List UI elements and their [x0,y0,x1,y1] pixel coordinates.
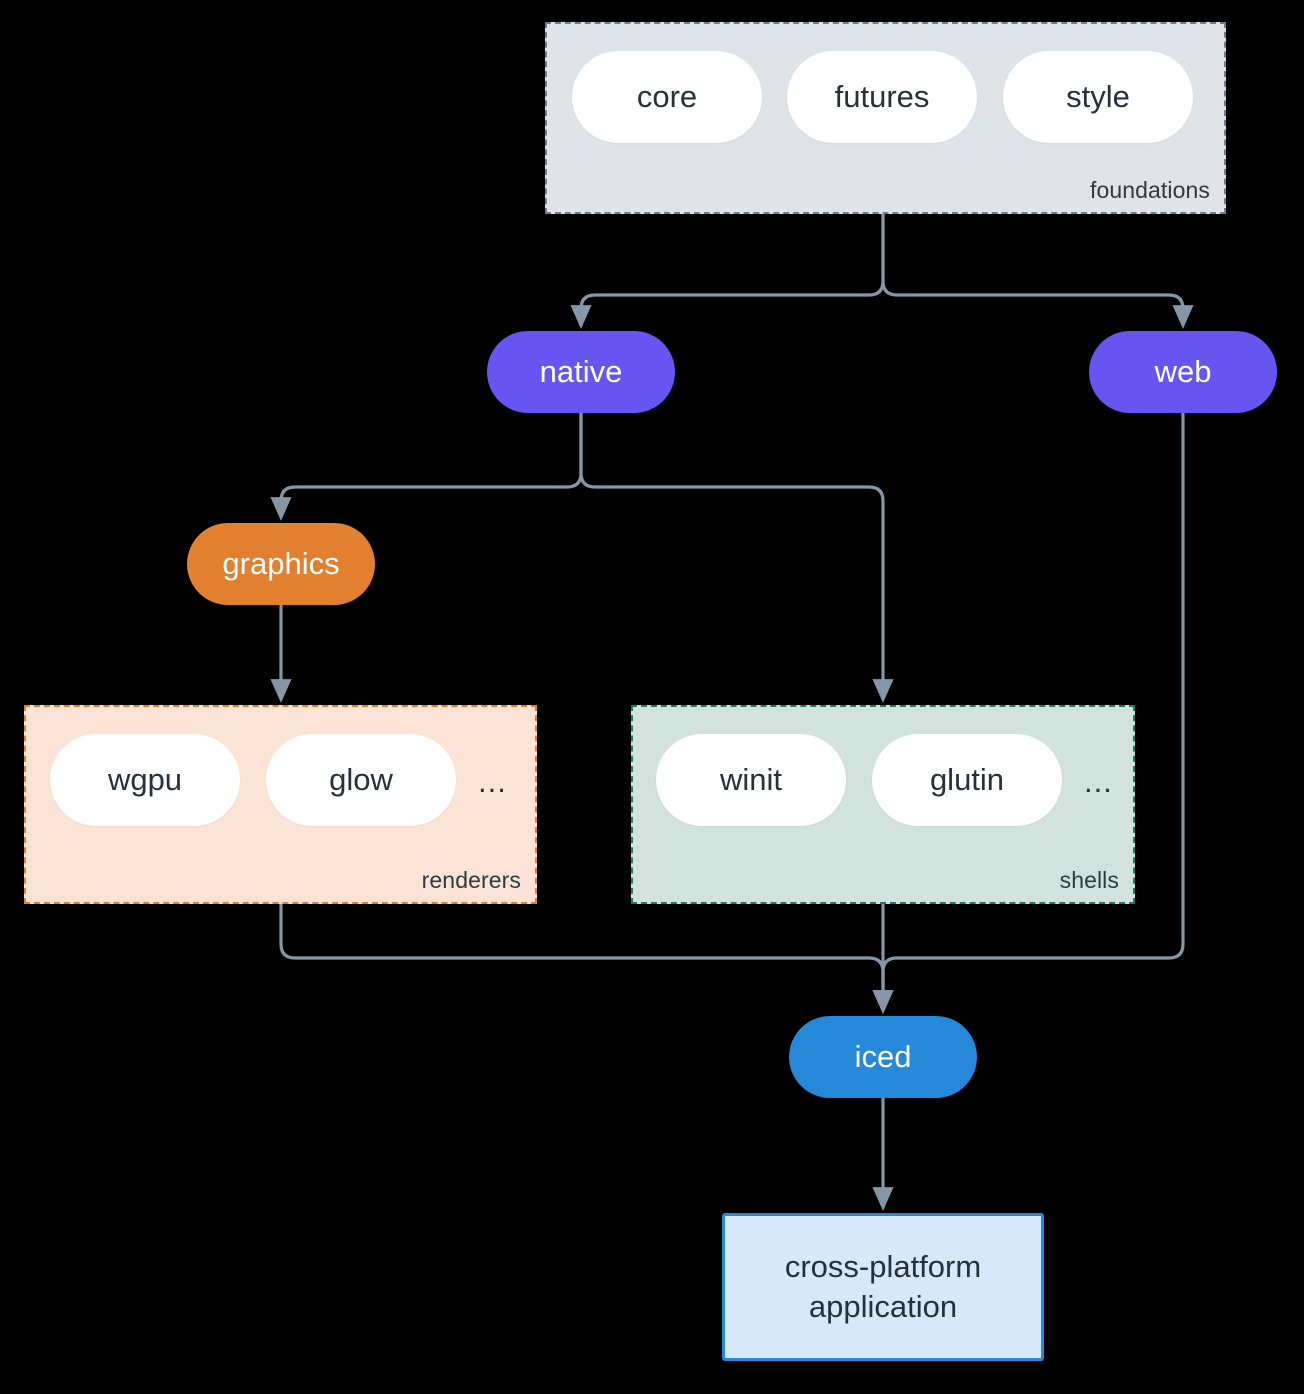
cluster-label-shells: shells [1059,867,1119,893]
node-native-label: native [539,354,623,389]
edge-renderers-iced [279,902,894,1014]
node-cross-platform-application[interactable]: cross-platform application [722,1213,1044,1361]
node-futures[interactable]: futures [787,51,977,143]
node-glow-label: glow [329,762,393,797]
node-core-label: core [636,79,698,114]
node-style-label: style [1066,79,1130,114]
node-glow[interactable]: glow [266,734,456,826]
node-futures-label: futures [834,79,930,114]
node-native[interactable]: native [487,331,675,413]
node-web[interactable]: web [1089,331,1277,413]
shells-ellipsis: ... [1084,764,1113,799]
node-winit[interactable]: winit [656,734,846,826]
node-style[interactable]: style [1003,51,1193,143]
node-graphics[interactable]: graphics [187,523,375,605]
edge-native-graphics [270,411,583,521]
cluster-label-foundations: foundations [1089,177,1210,203]
node-core[interactable]: core [572,51,762,143]
renderers-ellipsis: ... [478,764,507,799]
node-iced-label: iced [854,1039,912,1074]
cluster-label-renderers: renderers [421,867,521,893]
edge-foundations-web [881,212,1194,329]
edge-native-shells [579,411,894,703]
application-label-line1: cross-platform [784,1249,982,1285]
node-iced[interactable]: iced [789,1016,977,1098]
node-wgpu-label: wgpu [107,762,183,797]
node-graphics-label: graphics [222,546,340,581]
node-web-label: web [1154,354,1212,389]
edge-foundations-native [570,212,885,329]
node-glutin-label: glutin [929,762,1005,797]
node-winit-label: winit [719,762,782,797]
application-label-line2: application [808,1289,958,1324]
node-wgpu[interactable]: wgpu [50,734,240,826]
node-glutin[interactable]: glutin [872,734,1062,826]
